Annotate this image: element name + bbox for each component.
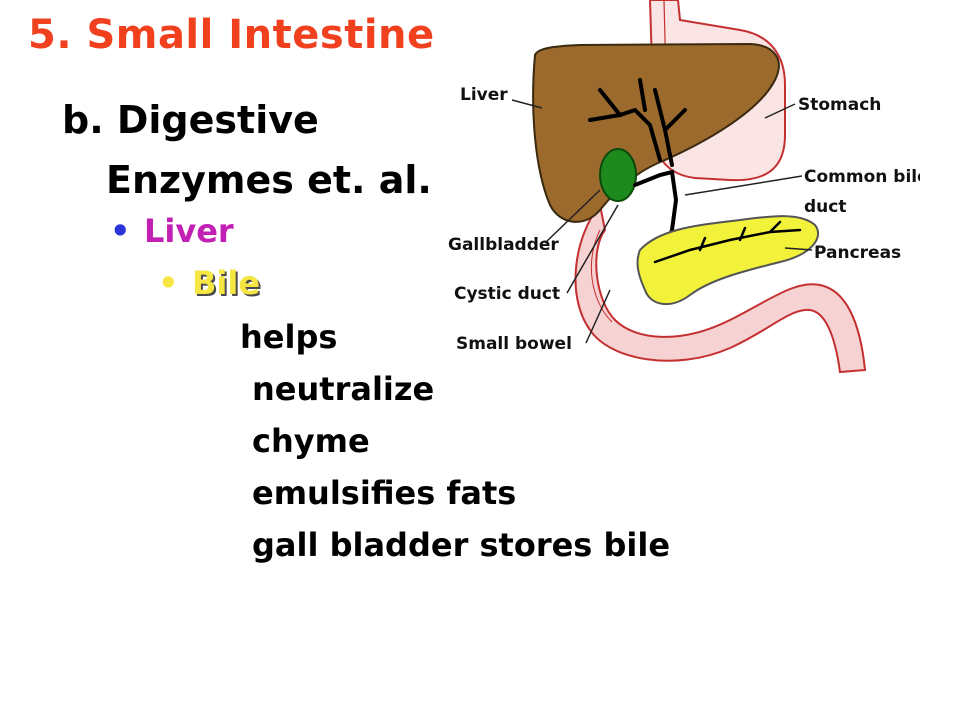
body-line-emulsifies-fats: emulsifies fats <box>252 474 517 512</box>
body-line-chyme: chyme <box>252 422 370 460</box>
label-pancreas: Pancreas <box>814 243 901 263</box>
small-bowel-shape <box>574 202 867 374</box>
body-line-gall-bladder-stores-bile: gall bladder stores bile <box>252 526 671 564</box>
label-small-bowel: Small bowel <box>456 334 572 354</box>
body-line-neutralize: neutralize <box>252 370 435 408</box>
slide-title: 5. Small Intestine <box>28 12 435 58</box>
bullet-liver-label: Liver <box>144 212 234 250</box>
leader-lines <box>511 99 813 344</box>
gallbladder-shape <box>599 148 637 202</box>
label-cystic-duct: Cystic duct <box>454 284 560 304</box>
subheading-line-2: Enzymes et. al. <box>106 158 432 202</box>
digestive-anatomy-diagram: Liver Gallbladder Cystic duct Small bowe… <box>448 0 920 374</box>
pancreas-shape <box>636 215 820 305</box>
bullet-bile: • Bile <box>158 264 260 302</box>
label-liver: Liver <box>460 85 508 105</box>
subheading-line-1: b. Digestive <box>62 98 319 142</box>
label-gallbladder: Gallbladder <box>448 235 559 255</box>
bullet-liver: • Liver <box>110 212 234 250</box>
bullet-bile-label: Bile <box>192 264 261 302</box>
bullet-dot-icon: • <box>158 264 179 302</box>
liver-shape <box>532 42 780 223</box>
label-stomach: Stomach <box>798 95 881 115</box>
body-line-helps: helps <box>240 318 338 356</box>
label-common-bile-duct-line-1: Common bile <box>804 167 920 187</box>
label-common-bile-duct-line-2: duct <box>804 197 846 217</box>
bullet-dot-icon: • <box>110 212 131 250</box>
